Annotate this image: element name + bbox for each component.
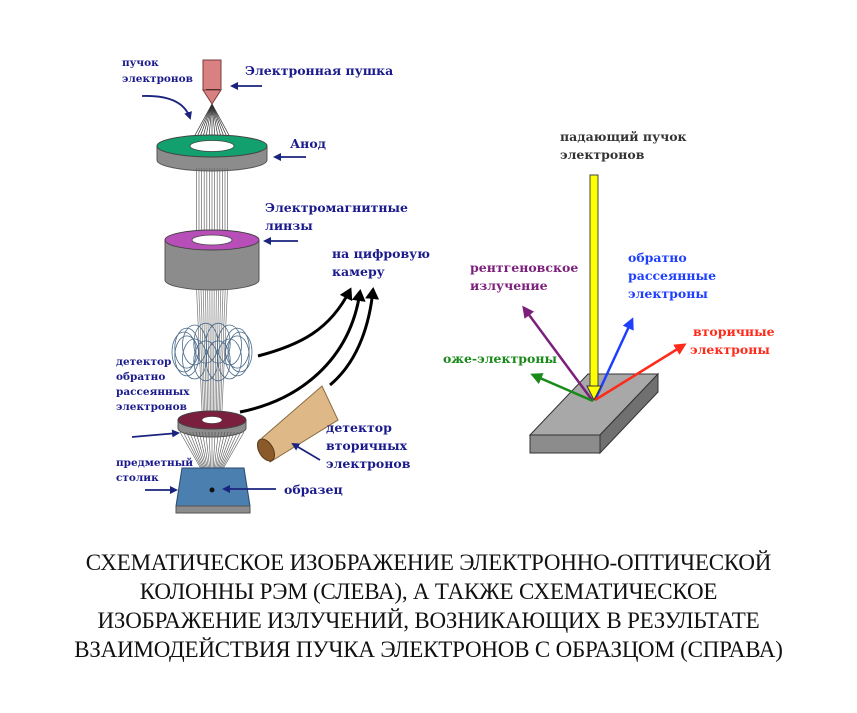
auger-arrow bbox=[530, 373, 594, 403]
label-xray-1: рентгеновское bbox=[470, 260, 578, 275]
beam-line bbox=[205, 289, 209, 416]
figure-caption: СХЕМАТИЧЕСКОЕ ИЗОБРАЖЕНИЕ ЭЛЕКТРОННО-ОПТ… bbox=[0, 548, 857, 664]
coil-loop bbox=[217, 324, 242, 366]
xray-arrow bbox=[522, 305, 594, 401]
label-to-camera-1: на цифровую bbox=[332, 246, 430, 261]
label-em-lenses-1: Электромагнитные bbox=[265, 200, 408, 215]
label-bse-detector-4: электронов bbox=[116, 401, 187, 413]
beam-line bbox=[217, 289, 222, 416]
label-incident-beam-1: падающий пучок bbox=[560, 129, 687, 144]
secondary-electron-detector bbox=[256, 385, 339, 463]
label-secondary-2: электроны bbox=[690, 342, 770, 357]
label-stage-2: столик bbox=[116, 472, 159, 484]
coil-loop bbox=[193, 340, 219, 382]
label-bse-detector-2: обратно bbox=[116, 371, 165, 383]
sem-column-diagram: пучок электронов Электронная пушка Анод … bbox=[116, 57, 430, 514]
label-se-detector-2: вторичных bbox=[326, 438, 408, 453]
beam-line bbox=[218, 289, 224, 416]
signal-to-camera-arrows bbox=[239, 287, 380, 414]
coil-loop bbox=[182, 338, 207, 380]
beam-line bbox=[214, 289, 217, 416]
beam-lines-upper bbox=[196, 168, 228, 232]
electromagnetic-lens bbox=[164, 229, 260, 291]
beam-line bbox=[202, 289, 207, 416]
beam-line bbox=[196, 289, 203, 416]
pointer-arrows bbox=[131, 82, 321, 494]
beam-line bbox=[200, 289, 206, 416]
coil-loop bbox=[174, 327, 200, 369]
coil-loop bbox=[224, 327, 250, 369]
backscatter-detector bbox=[177, 410, 247, 438]
caption-line-2: КОЛОННЫ РЭМ (СЛЕВА), А ТАКЖЕ СХЕМАТИЧЕСК… bbox=[139, 579, 718, 604]
label-backscattered-1: обратно bbox=[628, 250, 687, 265]
label-anode: Анод bbox=[290, 136, 326, 151]
label-bse-detector-3: рассеянных bbox=[116, 386, 190, 398]
label-electron-beam-2: электронов bbox=[122, 73, 193, 85]
beam-line bbox=[221, 289, 228, 416]
coil-loop bbox=[174, 335, 200, 377]
incident-beam bbox=[586, 174, 602, 402]
label-sample: образец bbox=[284, 482, 343, 497]
beam-line bbox=[207, 289, 210, 416]
label-xray-2: излучение bbox=[470, 278, 548, 293]
label-se-detector-3: электронов bbox=[326, 456, 411, 471]
beam-line bbox=[198, 289, 204, 416]
caption-line-3: ИЗОБРАЖЕНИЕ ИЗЛУЧЕНИЙ, ВОЗНИКАЮЩИХ В РЕЗ… bbox=[97, 608, 760, 633]
label-incident-beam-2: электронов bbox=[560, 147, 645, 162]
label-backscattered-3: электроны bbox=[628, 286, 708, 301]
beam-line bbox=[213, 289, 215, 416]
label-electron-beam-1: пучок bbox=[122, 57, 159, 69]
beam-lines-lower bbox=[196, 289, 228, 416]
label-secondary-1: вторичные bbox=[693, 324, 775, 339]
sample-spot bbox=[209, 487, 215, 493]
beam-line bbox=[215, 289, 219, 416]
label-stage-1: предметный bbox=[116, 457, 193, 469]
caption-line-1: СХЕМАТИЧЕСКОЕ ИЗОБРАЖЕНИЕ ЭЛЕКТРОННО-ОПТ… bbox=[85, 550, 772, 575]
sample-block bbox=[528, 372, 660, 455]
label-electron-gun: Электронная пушка bbox=[245, 63, 393, 78]
label-bse-detector-1: детектор bbox=[116, 356, 171, 368]
anode bbox=[156, 134, 268, 172]
coil-loop bbox=[171, 331, 197, 373]
coil-loop bbox=[227, 331, 253, 373]
beam-line bbox=[209, 289, 211, 416]
label-se-detector-1: детектор bbox=[326, 420, 392, 435]
coil-loop bbox=[224, 335, 250, 377]
secondary-arrow bbox=[594, 343, 687, 402]
label-backscattered-2: рассеянные bbox=[628, 268, 716, 283]
caption-line-4: ВЗАИМОДЕЙСТВИЯ ПУЧКА ЭЛЕКТРОНОВ С ОБРАЗЦ… bbox=[74, 637, 783, 662]
label-to-camera-2: камеру bbox=[332, 264, 385, 279]
coil-loop bbox=[205, 322, 231, 364]
beam-line bbox=[220, 289, 226, 416]
label-em-lenses-2: линзы bbox=[265, 218, 313, 233]
sample-stage bbox=[175, 467, 251, 514]
electron-gun bbox=[202, 59, 222, 105]
label-auger: оже-электроны bbox=[443, 351, 557, 366]
scan-coils bbox=[171, 322, 253, 382]
interaction-diagram: падающий пучок электронов рентгеновское … bbox=[443, 129, 775, 455]
